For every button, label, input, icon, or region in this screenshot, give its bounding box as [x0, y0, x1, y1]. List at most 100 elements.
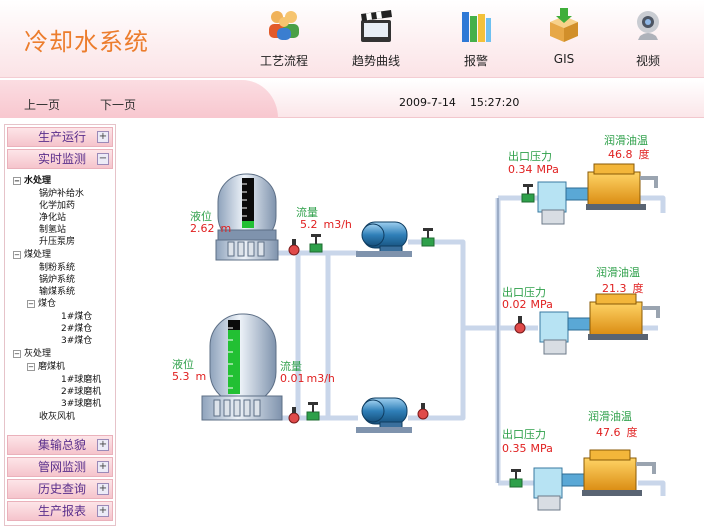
tree-label: 灰处理	[24, 349, 52, 359]
expand-icon[interactable]: +	[97, 131, 109, 143]
section-label: 生产运行	[38, 130, 87, 144]
sidebar-section-production[interactable]: 生产运行 +	[7, 127, 113, 147]
nav-label: 视频	[635, 54, 660, 68]
collapse-icon[interactable]: −	[97, 153, 109, 165]
unit-text: MPa	[530, 298, 553, 311]
tree-item[interactable]: −灰处理	[13, 348, 51, 360]
section-label: 生产报表	[38, 504, 87, 518]
tree-item[interactable]: 制氢站	[39, 225, 67, 235]
monitor-tree: −水处理 锅炉补给水 化学加药 净化站 制氢站 升压泵房 −煤处理 制粉系统 锅…	[7, 171, 113, 433]
value-text: 5.2	[300, 218, 318, 231]
collapse-icon[interactable]: −	[13, 176, 21, 185]
sidebar-section-realtime[interactable]: 实时监测 −	[7, 149, 113, 169]
tree-item[interactable]: 1#煤仓	[61, 312, 93, 322]
webcam-icon	[637, 11, 659, 40]
nav-label: 趋势曲线	[351, 54, 400, 68]
tank2-level-label: 液位	[172, 358, 194, 371]
water-tank-1	[215, 173, 279, 261]
tree-item[interactable]: 2#球磨机	[61, 387, 102, 397]
pump-1	[356, 221, 412, 257]
sidebar-section-reports[interactable]: 生产报表 +	[7, 501, 113, 521]
tree-item[interactable]: −煤仓	[27, 298, 56, 310]
nav-label: 工艺流程	[259, 54, 308, 68]
tank1-flow-value: 5.2 m3/h	[300, 218, 352, 231]
tree-item[interactable]: 制粉系统	[39, 263, 76, 273]
value-text: 0.35	[502, 442, 527, 455]
value-text: 0.34	[508, 163, 533, 176]
books-icon	[462, 12, 491, 42]
expand-icon[interactable]: +	[97, 505, 109, 517]
prev-page-link[interactable]: 上一页	[24, 98, 61, 112]
tree-item[interactable]: 2#煤仓	[61, 324, 93, 334]
unit-text: m3/h	[306, 372, 335, 385]
time-text: 15:27:20	[469, 96, 520, 109]
tree-item[interactable]: 输煤系统	[39, 287, 76, 297]
unit2-pressure-label: 出口压力	[502, 286, 546, 299]
tank1-level-label: 液位	[190, 210, 212, 223]
sidebar: 生产运行 + 实时监测 − −水处理 锅炉补给水 化学加药 净化站 制氢站 升压…	[4, 124, 116, 526]
unit-text: m3/h	[323, 218, 352, 231]
unit-text: 度	[632, 282, 644, 295]
tree-item[interactable]: −磨煤机	[27, 361, 65, 373]
tree-item[interactable]: 净化站	[39, 213, 67, 223]
value-text: 5.3	[172, 370, 190, 383]
nav-alarm[interactable]: 报警	[440, 6, 512, 74]
water-tank-2	[201, 313, 283, 421]
tree-label: 磨煤机	[38, 362, 66, 372]
tree-item[interactable]: 升压泵房	[39, 237, 76, 247]
unit3-temp-label: 润滑油温	[588, 410, 632, 423]
unit-text: MPa	[530, 442, 553, 455]
tree-item[interactable]: 化学加药	[39, 201, 76, 211]
pipe-network	[201, 163, 666, 511]
tree-label: 煤仓	[38, 299, 57, 309]
tank2-flow-label: 流量	[280, 360, 302, 373]
collapse-icon[interactable]: −	[13, 250, 21, 259]
tree-item[interactable]: 锅炉补给水	[39, 189, 85, 199]
app-header: 冷却水系统 工艺流程 趋势曲线 报警	[0, 0, 704, 78]
tree-label: 煤处理	[24, 250, 52, 260]
nav-label: 报警	[463, 54, 488, 68]
sidebar-section-overview[interactable]: 集输总貌 +	[7, 435, 113, 455]
expand-icon[interactable]: +	[97, 483, 109, 495]
tree-label: 水处理	[24, 176, 52, 186]
compressor-unit-1	[537, 163, 658, 225]
nav-video[interactable]: 视频	[612, 6, 684, 74]
tree-item[interactable]: 锅炉系统	[39, 275, 76, 285]
value-text: 21.3	[602, 282, 627, 295]
package-icon	[550, 8, 578, 42]
collapse-icon[interactable]: −	[27, 299, 35, 308]
tree-item[interactable]: −水处理	[13, 175, 51, 187]
sidebar-section-history[interactable]: 历史查询 +	[7, 479, 113, 499]
section-label: 管网监测	[38, 460, 87, 474]
tree-item[interactable]: 3#煤仓	[61, 336, 93, 346]
tree-item[interactable]: 1#球磨机	[61, 375, 102, 385]
tree-item[interactable]: 收灰风机	[39, 412, 76, 422]
nav-gis[interactable]: GIS	[528, 6, 600, 74]
expand-icon[interactable]: +	[97, 439, 109, 451]
nav-trend-curve[interactable]: 趋势曲线	[340, 6, 412, 74]
nav-process-flow[interactable]: 工艺流程	[248, 6, 320, 74]
next-page-link[interactable]: 下一页	[100, 98, 137, 112]
expand-icon[interactable]: +	[97, 461, 109, 473]
sidebar-section-pipe-network[interactable]: 管网监测 +	[7, 457, 113, 477]
compressor-unit-3	[533, 449, 656, 511]
tank2-level-value: 5.3 m	[172, 370, 206, 383]
unit2-temp-label: 润滑油温	[596, 266, 640, 279]
unit1-pressure-label: 出口压力	[508, 150, 552, 163]
collapse-icon[interactable]: −	[27, 362, 35, 371]
unit-text: m	[195, 370, 207, 383]
collapse-icon[interactable]: −	[13, 349, 21, 358]
tree-item[interactable]: 3#球磨机	[61, 399, 102, 409]
unit-valves	[509, 184, 535, 488]
tree-item[interactable]: −煤处理	[13, 249, 51, 261]
unit2-temp-value: 21.3 度	[602, 280, 644, 296]
